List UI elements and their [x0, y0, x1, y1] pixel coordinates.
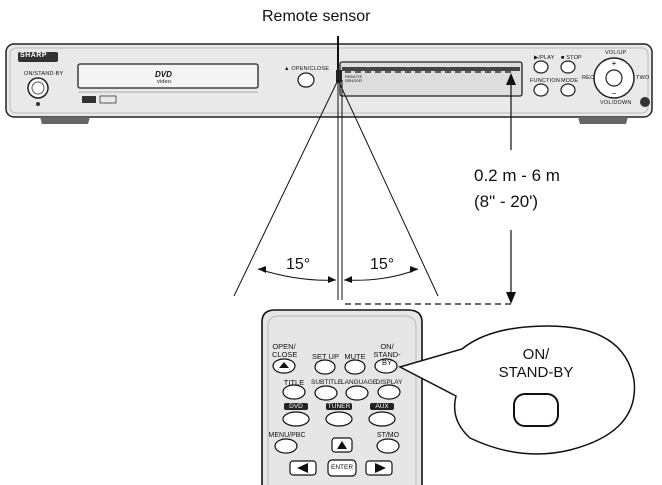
remote-enter-button[interactable]	[327, 459, 357, 477]
callout-line1: ON/	[522, 346, 550, 363]
player-mode-label: MODE	[561, 78, 579, 84]
remote-language-button[interactable]	[345, 385, 369, 401]
remote-aux-label: AUX	[375, 403, 389, 410]
remote-dvd-button[interactable]	[282, 411, 310, 427]
remote-st-mo-label: ST/MO	[376, 432, 400, 439]
remote-menu-pbc-button[interactable]	[274, 438, 298, 454]
remote-tuner-button[interactable]	[325, 411, 353, 427]
player-foot-right	[578, 117, 628, 124]
player-vol-up-label: VOL/UP	[605, 50, 627, 56]
remote-st-mo-button[interactable]	[376, 438, 400, 454]
remote-enter-label: ENTER	[330, 464, 354, 471]
remote-setup-button[interactable]	[314, 359, 336, 375]
svg-text:−: −	[612, 89, 617, 98]
range-metric-label: 0.2 m - 6 m	[474, 166, 560, 185]
remote-title-button[interactable]	[282, 384, 306, 400]
player-function-label: FUNCTION	[530, 78, 561, 84]
callout-bubble	[397, 325, 636, 455]
remote-title-label: TITLE	[283, 378, 305, 387]
range-imperial-label: (8" - 20')	[474, 192, 539, 211]
headphone-jack	[640, 97, 650, 107]
player-two-label: TWO	[636, 75, 650, 81]
remote-subtitle-label: SUBTITLE	[311, 379, 343, 386]
remote-menu-pbc-label: MENU/PBC	[268, 432, 306, 439]
player-stop-button[interactable]	[560, 60, 576, 74]
player-mode-button[interactable]	[560, 83, 576, 97]
player-function-button[interactable]	[533, 83, 549, 97]
player-vol-down-label: VOL/DOWN	[600, 100, 632, 106]
remote-mute-label: MUTE	[344, 352, 366, 361]
dolby-logo	[99, 95, 117, 104]
callout-line2: STAND-BY	[498, 364, 574, 381]
remote-mute-button[interactable]	[344, 359, 366, 375]
player-on-standby-label: ON/STAND-BY	[24, 71, 64, 77]
disc-tray	[77, 63, 259, 89]
remote-control	[261, 309, 423, 485]
remote-tuner-label: TUNER	[327, 403, 351, 410]
remote-setup-label: SET UP	[312, 352, 339, 361]
dvd-player: + −	[5, 43, 653, 124]
dvd-logo: DVD	[155, 70, 172, 79]
remote-display-button[interactable]	[377, 384, 401, 400]
player-play-button[interactable]	[533, 60, 549, 74]
brand-logo: SHARP	[20, 52, 48, 59]
remote-dvd-label: DVD	[289, 403, 303, 410]
callout-on-standby-button	[513, 393, 559, 427]
player-power-button[interactable]	[27, 77, 49, 99]
player-foot-left	[40, 117, 90, 124]
player-remote-sensor-text: REMOTE SENSOR	[345, 74, 363, 83]
remote-on-standby-label: ON/ STAND-BY	[373, 342, 401, 367]
svg-text:+: +	[612, 59, 617, 68]
remote-on-standby-button[interactable]	[374, 358, 398, 374]
remote-tuner-tag	[326, 403, 352, 410]
remote-sensor-window	[336, 70, 342, 82]
player-rec-label: REC	[582, 75, 595, 81]
remote-language-label: LANGUAGE	[341, 379, 378, 386]
brand-badge	[18, 52, 58, 62]
remote-aux-tag	[370, 403, 394, 410]
remote-open-close-label: OPEN/ CLOSE	[272, 342, 298, 359]
angle-right-label: 15°	[370, 256, 395, 273]
range-diagram-lines	[233, 36, 516, 305]
angle-left-label: 15°	[286, 256, 311, 273]
remote-display-label: DISPLAY	[375, 379, 403, 386]
player-play-label: ▶/PLAY	[534, 55, 555, 61]
beam-right-outer	[337, 79, 439, 297]
beam-left-outer	[233, 79, 339, 297]
remote-aux-button[interactable]	[368, 411, 396, 427]
power-led	[36, 102, 40, 106]
player-open-close-button[interactable]	[297, 72, 315, 88]
remote-sensor-label: Remote sensor	[262, 8, 371, 25]
remote-dvd-tag	[284, 403, 308, 410]
dts-logo	[82, 96, 96, 103]
remote-subtitle-button[interactable]	[314, 385, 338, 401]
dvd-video-text: video	[157, 79, 172, 85]
player-stop-label: ■ STOP	[561, 55, 582, 61]
player-open-close-label: ▲ OPEN/CLOSE	[284, 66, 330, 72]
